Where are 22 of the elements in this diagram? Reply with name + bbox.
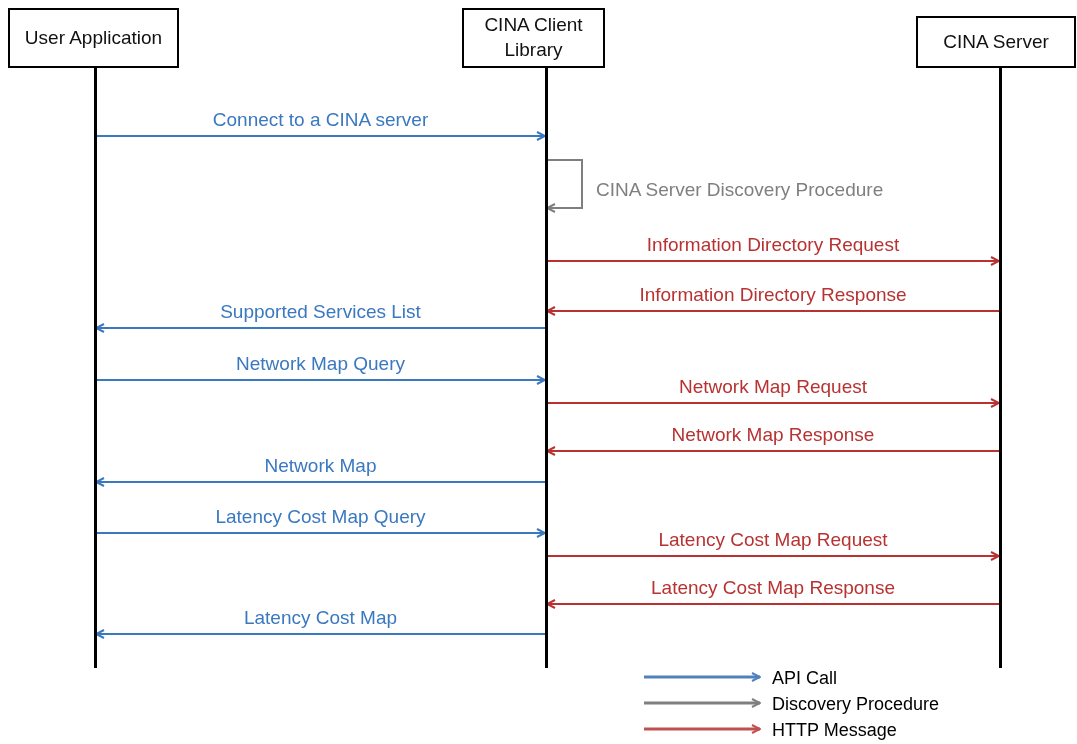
message-arrow — [546, 599, 1000, 609]
message-arrow — [95, 375, 546, 385]
legend-label: API Call — [772, 667, 838, 690]
message-arrow — [546, 551, 1000, 561]
message-arrow — [95, 323, 546, 333]
message-arrow — [95, 131, 546, 141]
legend-label: HTTP Message — [772, 719, 897, 742]
legend-label: Discovery Procedure — [772, 693, 940, 716]
lifeline — [94, 68, 97, 668]
message-arrow — [546, 159, 583, 213]
lifeline — [545, 68, 548, 668]
lifeline — [999, 68, 1002, 668]
participant-box: User Application — [8, 8, 179, 68]
message-arrow — [95, 528, 546, 538]
message-arrow — [546, 306, 1000, 316]
message-arrow — [546, 256, 1000, 266]
message-arrow — [95, 477, 546, 487]
message-arrow — [95, 629, 546, 639]
participant-box: CINA Client Library — [462, 8, 605, 68]
message-arrow — [546, 398, 1000, 408]
message-arrow — [546, 446, 1000, 456]
participant-box: CINA Server — [916, 16, 1076, 68]
